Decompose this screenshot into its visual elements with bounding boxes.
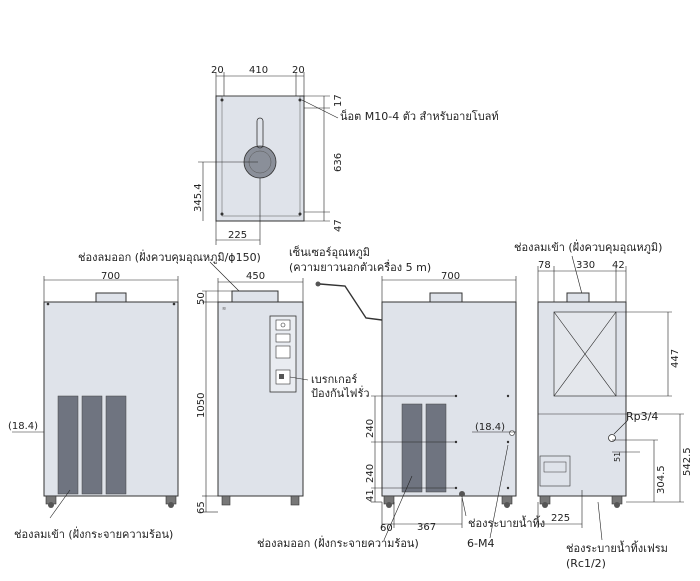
dim-345-4: 345.4	[193, 183, 204, 212]
dim-47: 47	[333, 219, 344, 232]
side-view: ช่องลมออก (ฝั่งควบคุมอุณหภูมิ/ϕ150) 450 …	[78, 245, 431, 514]
sensor-label-1: เซ็นเซอร์อุณหภูมิ	[289, 245, 370, 259]
dim-367: 367	[417, 522, 436, 533]
drain-label: ช่องระบายน้ำทิ้ง	[468, 515, 545, 530]
front-width: 700	[101, 271, 120, 282]
dim-304-5: 304.5	[656, 465, 667, 494]
temp-sensor	[315, 281, 321, 287]
controller-display	[275, 319, 291, 331]
back-dim-18-4: (18.4)	[475, 422, 505, 433]
caster-wheel	[168, 502, 174, 508]
right-intake-label: ช่องลมเข้า (ฝั่งควบคุมอุณหภูมิ)	[514, 239, 662, 254]
dim-240-b: 240	[365, 464, 376, 483]
dim-542-5: 542.5	[682, 447, 693, 476]
dim-51: 51	[613, 452, 622, 462]
dim-17: 17	[333, 94, 344, 107]
dim-top-left: 20	[211, 65, 224, 76]
dim-65: 65	[196, 501, 207, 514]
dim-447: 447	[670, 349, 681, 368]
bolt-hole	[298, 212, 302, 216]
bolt-hole	[220, 212, 224, 216]
caster	[221, 495, 231, 506]
front-intake-label: ช่องลมเข้า (ฝั่งกระจายความร้อน)	[14, 526, 173, 541]
switch	[275, 333, 291, 343]
float-drain-label-2: (Rc1/2)	[566, 557, 606, 570]
side-logo: ≋	[222, 306, 226, 312]
caster-wheel	[614, 502, 620, 508]
drain-port	[459, 491, 465, 497]
back-exhaust-label: ช่องลมออก (ฝั่งกระจายความร้อน)	[257, 535, 419, 550]
dim-225-top: 225	[228, 230, 247, 241]
breaker-label-1: เบรกเกอร์	[311, 373, 357, 386]
caster-wheel	[386, 502, 392, 508]
caster-wheel	[542, 502, 548, 508]
dim-78: 78	[538, 260, 551, 271]
front-view: 700 (18.4) ช่องลมเข้า (ฝั่งกระจายความร้อ…	[8, 271, 179, 541]
handle-slot	[256, 117, 264, 149]
front-louvers	[57, 395, 127, 495]
back-view: 700 240 240 41 60	[257, 271, 545, 550]
dim-top-width: 410	[249, 65, 268, 76]
dim-636: 636	[333, 153, 344, 172]
back-louvers	[401, 403, 447, 493]
side-width: 450	[246, 271, 265, 282]
bolt-hole	[220, 98, 224, 102]
float-drain-label-1: ช่องระบายน้ำทิ้งเฟรม	[566, 540, 668, 555]
front-dim-18-4: (18.4)	[8, 421, 38, 432]
side-exhaust-label: ช่องลมออก (ฝั่งควบคุมอุณหภูมิ/ϕ150)	[78, 249, 261, 264]
rp-label: Rp3/4	[626, 410, 658, 423]
back-width: 700	[441, 271, 460, 282]
dim-60: 60	[380, 523, 393, 534]
dim-42: 42	[612, 260, 625, 271]
breaker-label-2: ป้องกันไฟรั่ว	[311, 385, 370, 400]
dim-330: 330	[576, 260, 595, 271]
caster	[290, 495, 300, 506]
dim-1050: 1050	[196, 393, 207, 418]
dim-50: 50	[196, 292, 207, 305]
caster-wheel	[504, 502, 510, 508]
bolt-hole	[298, 98, 302, 102]
right-view: ช่องลมเข้า (ฝั่งควบคุมอุณหภูมิ) 78 330 4…	[514, 239, 693, 570]
dim-240-a: 240	[365, 419, 376, 438]
drain-tank-door	[539, 455, 571, 487]
m4-label: 6-M4	[467, 537, 494, 550]
top-view: 20 410 20 17 636 47 345.4 225 น็อต M10-4…	[193, 65, 499, 245]
terminal-block	[275, 345, 291, 359]
sensor-label-2: (ความยาวนอกตัวเครื่อง 5 m)	[289, 259, 431, 274]
bolt-label: น็อต M10-4 ตัว สำหรับอายโบลท์	[340, 109, 499, 123]
side-top-duct	[231, 290, 279, 303]
caster-wheel	[48, 502, 54, 508]
dim-top-right: 20	[292, 65, 305, 76]
dim-41: 41	[365, 489, 376, 502]
dim-225-right: 225	[551, 513, 570, 524]
drain-fitting	[608, 434, 616, 442]
sensor-cable	[319, 283, 383, 321]
